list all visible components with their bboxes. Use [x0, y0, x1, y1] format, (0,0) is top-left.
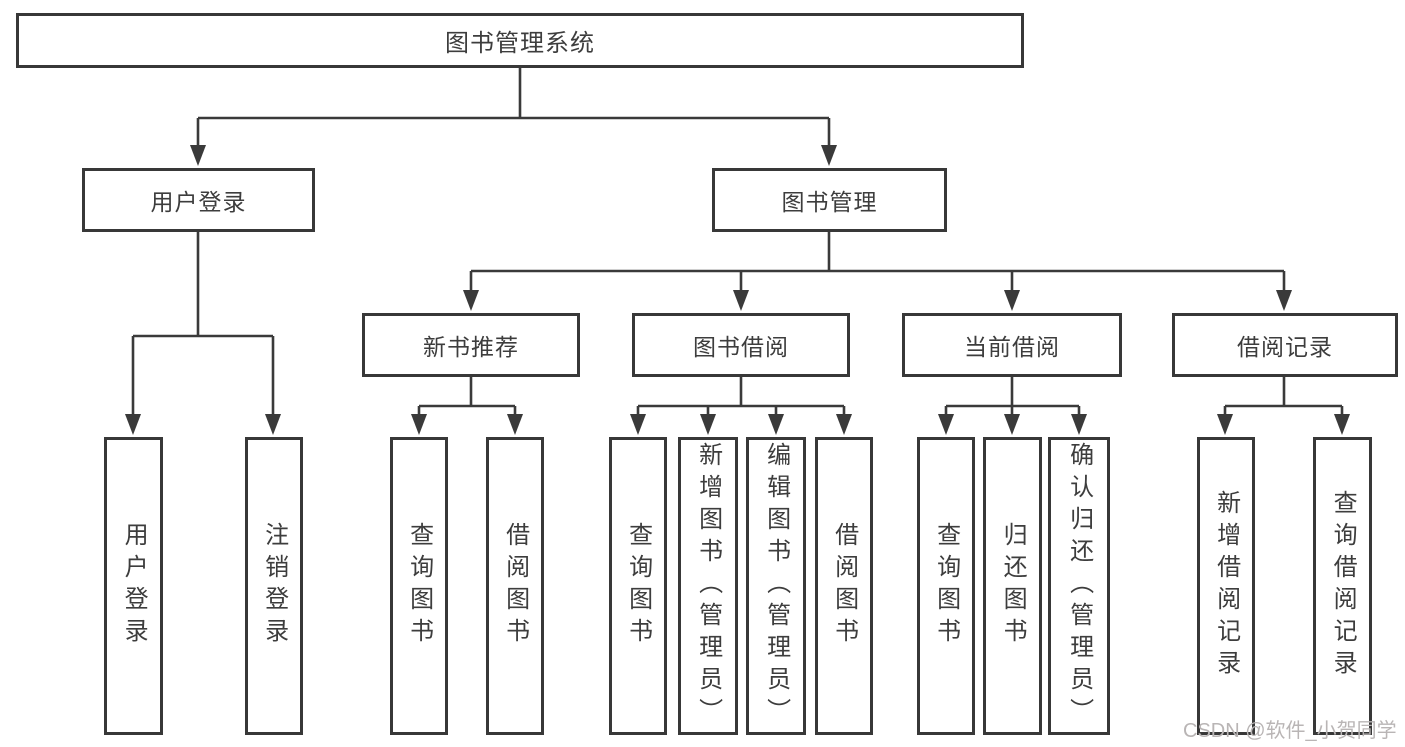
node-label: 查询图书	[932, 522, 960, 650]
node-label: 借阅图书	[501, 522, 529, 650]
node-label: 新书推荐	[423, 334, 519, 360]
leaf-query-books: 查询图书	[390, 437, 448, 735]
node-label: 用户登录	[120, 522, 148, 650]
node-library-management-system: 图书管理系统	[16, 13, 1024, 68]
node-label: 新增图书（管理员）	[694, 442, 722, 730]
node-book-management: 图书管理	[712, 168, 947, 232]
leaf-edit-books-admin: 编辑图书（管理员）	[746, 437, 806, 735]
leaf-add-books-admin: 新增图书（管理员）	[678, 437, 738, 735]
node-label: 借阅图书	[830, 522, 858, 650]
leaf-query-borrow-record: 查询借阅记录	[1313, 437, 1372, 735]
leaf-borrow-books: 借阅图书	[486, 437, 544, 735]
leaf-query-books: 查询图书	[609, 437, 667, 735]
leaf-add-borrow-record: 新增借阅记录	[1197, 437, 1255, 735]
csdn-watermark: CSDN @软件_小贺同学	[1183, 720, 1397, 742]
node-borrowing-records: 借阅记录	[1172, 313, 1398, 377]
node-label: 图书管理系统	[445, 30, 595, 57]
leaf-logout: 注销登录	[245, 437, 303, 735]
node-user-login: 用户登录	[82, 168, 315, 232]
node-label: 新增借阅记录	[1212, 490, 1240, 682]
node-label: 查询图书	[624, 522, 652, 650]
node-label: 查询图书	[405, 522, 433, 650]
node-label: 注销登录	[260, 522, 288, 650]
node-label: 编辑图书（管理员）	[762, 442, 790, 730]
leaf-return-books: 归还图书	[983, 437, 1042, 735]
node-new-book-recommendation: 新书推荐	[362, 313, 580, 377]
leaf-confirm-return-admin: 确认归还（管理员）	[1048, 437, 1110, 735]
node-current-borrowing: 当前借阅	[902, 313, 1122, 377]
node-label: 图书管理	[781, 189, 878, 215]
node-label: 归还图书	[999, 522, 1027, 650]
leaf-borrow-books: 借阅图书	[815, 437, 873, 735]
leaf-user-login: 用户登录	[104, 437, 163, 735]
node-book-borrowing: 图书借阅	[632, 313, 850, 377]
node-label: 查询借阅记录	[1329, 490, 1357, 682]
node-label: 借阅记录	[1237, 334, 1333, 360]
node-label: 用户登录	[150, 189, 247, 215]
node-label: 当前借阅	[964, 334, 1060, 360]
node-label: 确认归还（管理员）	[1065, 442, 1093, 730]
arrowheads	[125, 145, 1350, 435]
node-label: 图书借阅	[693, 334, 789, 360]
leaf-query-books: 查询图书	[917, 437, 975, 735]
